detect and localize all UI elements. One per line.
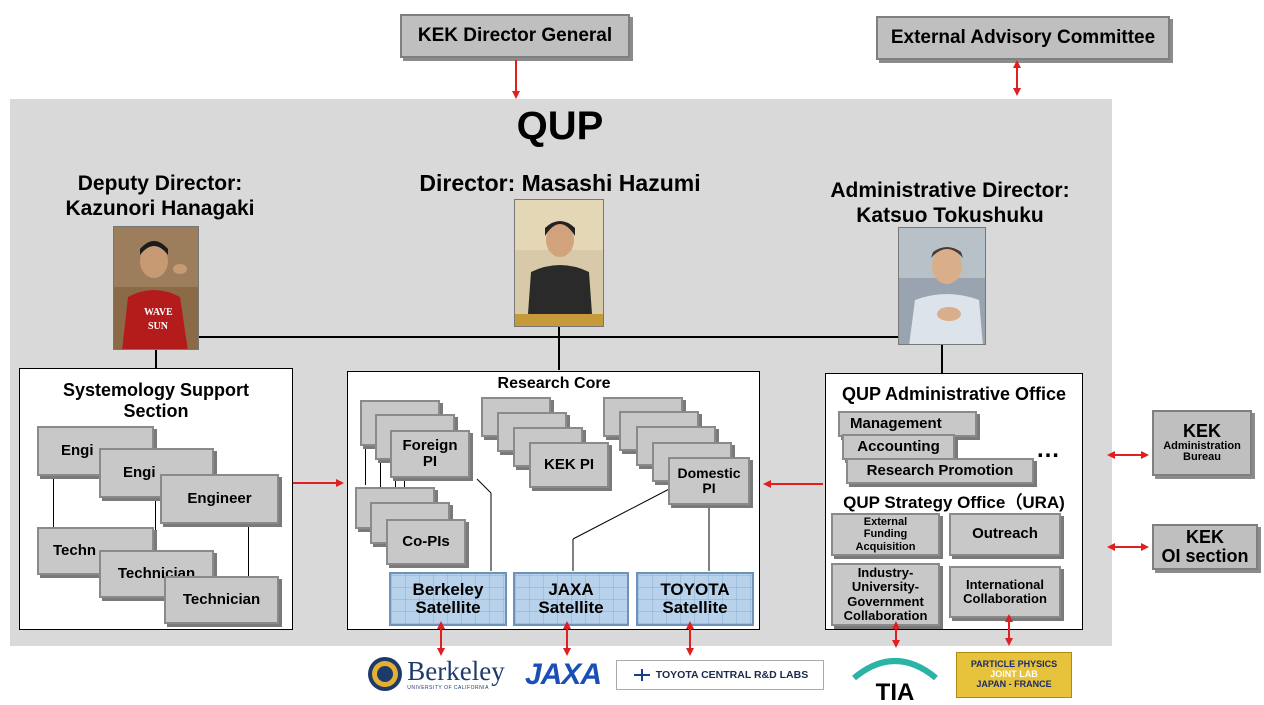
qup-title: QUP — [516, 104, 604, 148]
kek-oi-sub: OI section — [1161, 546, 1249, 566]
kek-director-general-box: KEK Director General — [400, 14, 630, 58]
berkeley-satellite-box: Berkeley Satellite — [389, 572, 507, 626]
qup-strategy-office-title: QUP Strategy Office（URA) — [843, 493, 1065, 512]
director-connector-line — [558, 326, 560, 370]
engineer-label: Engineer — [187, 489, 252, 507]
administrative-director-portrait — [899, 228, 985, 344]
ppjl-line-1: PARTICLE PHYSICS — [970, 659, 1058, 670]
research-promotion-label: Research Promotion — [866, 461, 1014, 479]
international-collaboration-box: International Collaboration — [949, 566, 1061, 618]
kek-director-general-label: KEK Director General — [417, 25, 613, 46]
research-core-title: Research Core — [497, 375, 611, 392]
external-advisory-committee-box: External Advisory Committee — [876, 16, 1170, 60]
qup-administrative-office-title: QUP Administrative Office — [841, 384, 1067, 404]
engineer-label: Engi — [123, 463, 156, 481]
administrative-director-photo — [898, 227, 986, 345]
co-pis-label: Co-PIs — [402, 532, 450, 550]
engineer-card: Engineer — [160, 474, 279, 524]
jaxa-logo-text: JAXA — [524, 658, 602, 691]
toyota-satellite-label: TOYOTA Satellite — [660, 580, 730, 617]
foreign-pi-label: Foreign PI — [402, 436, 458, 470]
berkeley-seal-icon — [368, 657, 403, 691]
research-line — [380, 445, 381, 490]
technician-card: Technician — [164, 576, 279, 624]
engineer-label: Engi — [61, 441, 94, 459]
kek-oi-title: KEK — [1185, 527, 1224, 548]
domestic-pi-label: Domestic PI — [677, 464, 741, 496]
toyota-satellite-box: TOYOTA Satellite — [636, 572, 754, 626]
external-advisory-committee-label: External Advisory Committee — [890, 27, 1156, 48]
toyota-logo-text: TOYOTA CENTRAL R&D LABS — [655, 669, 809, 681]
deputy-director-title: Deputy Director: Kazunori Hanagaki — [65, 172, 255, 221]
admin-director-connector-line — [941, 336, 943, 374]
technician-label: Technician — [182, 590, 261, 608]
ppjl-line-3: JAPAN - FRANCE — [976, 678, 1052, 689]
kek-pi-label: KEK PI — [543, 455, 594, 473]
director-photo — [514, 199, 604, 327]
systemology-line — [248, 520, 249, 577]
industry-collaboration-label: Industry- University- Government Collabo… — [843, 564, 928, 623]
svg-text:WAVE: WAVE — [144, 307, 173, 318]
jaxa-satellite-box: JAXA Satellite — [513, 572, 629, 626]
outreach-box: Outreach — [949, 513, 1061, 556]
kek-admin-bureau-title: KEK — [1182, 421, 1221, 441]
tia-logo: TIA — [850, 650, 940, 705]
director-title: Director: Masashi Hazumi — [419, 170, 701, 196]
ppjl-line-2: JOINT LAB — [990, 669, 1038, 680]
domestic-pi-card: Domestic PI — [668, 457, 750, 505]
particle-physics-joint-lab-logo: PARTICLE PHYSICS JOINT LAB JAPAN - FRANC… — [956, 652, 1072, 698]
research-core-connectors — [476, 478, 710, 571]
systemology-line — [155, 497, 156, 552]
management-label: Management — [850, 414, 942, 432]
international-collaboration-label: International Collaboration — [963, 576, 1047, 606]
toyota-mark-icon — [633, 669, 650, 681]
administrative-director-title: Administrative Director: Katsuo Tokushuk… — [830, 179, 1070, 228]
leadership-connector-line — [155, 336, 942, 338]
berkeley-satellite-label: Berkeley Satellite — [412, 580, 484, 617]
more-items-ellipsis: … — [1036, 436, 1060, 463]
jaxa-satellite-label: JAXA Satellite — [538, 580, 604, 617]
deputy-director-photo: WAVE SUN — [113, 226, 199, 350]
deputy-director-portrait: WAVE SUN — [114, 227, 198, 349]
systemology-support-title: Systemology Support Section — [62, 380, 250, 421]
kek-administration-bureau-box: KEK Administration Bureau — [1152, 410, 1252, 476]
deputy-connector-line — [155, 348, 157, 368]
external-funding-box: External Funding Acquisition — [831, 513, 940, 556]
external-funding-label: External Funding Acquisition — [855, 516, 916, 553]
industry-collaboration-box: Industry- University- Government Collabo… — [831, 563, 940, 626]
co-pis-card: Co-PIs — [386, 519, 466, 565]
research-line — [365, 440, 366, 485]
berkeley-logo: Berkeley UNIVERSITY OF CALIFORNIA — [366, 653, 506, 695]
jaxa-logo: JAXA — [520, 653, 606, 697]
berkeley-logo-sub: UNIVERSITY OF CALIFORNIA — [407, 684, 489, 691]
systemology-line — [53, 475, 54, 530]
outreach-label: Outreach — [972, 525, 1038, 543]
toyota-logo: TOYOTA CENTRAL R&D LABS — [616, 660, 824, 690]
technician-label: Techn — [53, 541, 97, 559]
kek-admin-bureau-sub: Administration Bureau — [1163, 439, 1241, 464]
kek-pi-card: KEK PI — [529, 442, 609, 488]
director-portrait — [515, 200, 603, 326]
tia-logo-text: TIA — [876, 679, 915, 700]
tia-arc-icon: TIA — [852, 658, 938, 705]
research-promotion-box: Research Promotion — [846, 458, 1034, 484]
accounting-label: Accounting — [857, 437, 940, 455]
kek-oi-section-box: KEK OI section — [1152, 524, 1258, 570]
berkeley-logo-text: Berkeley — [407, 655, 505, 686]
research-line — [404, 474, 405, 496]
svg-text:SUN: SUN — [148, 321, 169, 332]
foreign-pi-card: Foreign PI — [390, 430, 470, 478]
